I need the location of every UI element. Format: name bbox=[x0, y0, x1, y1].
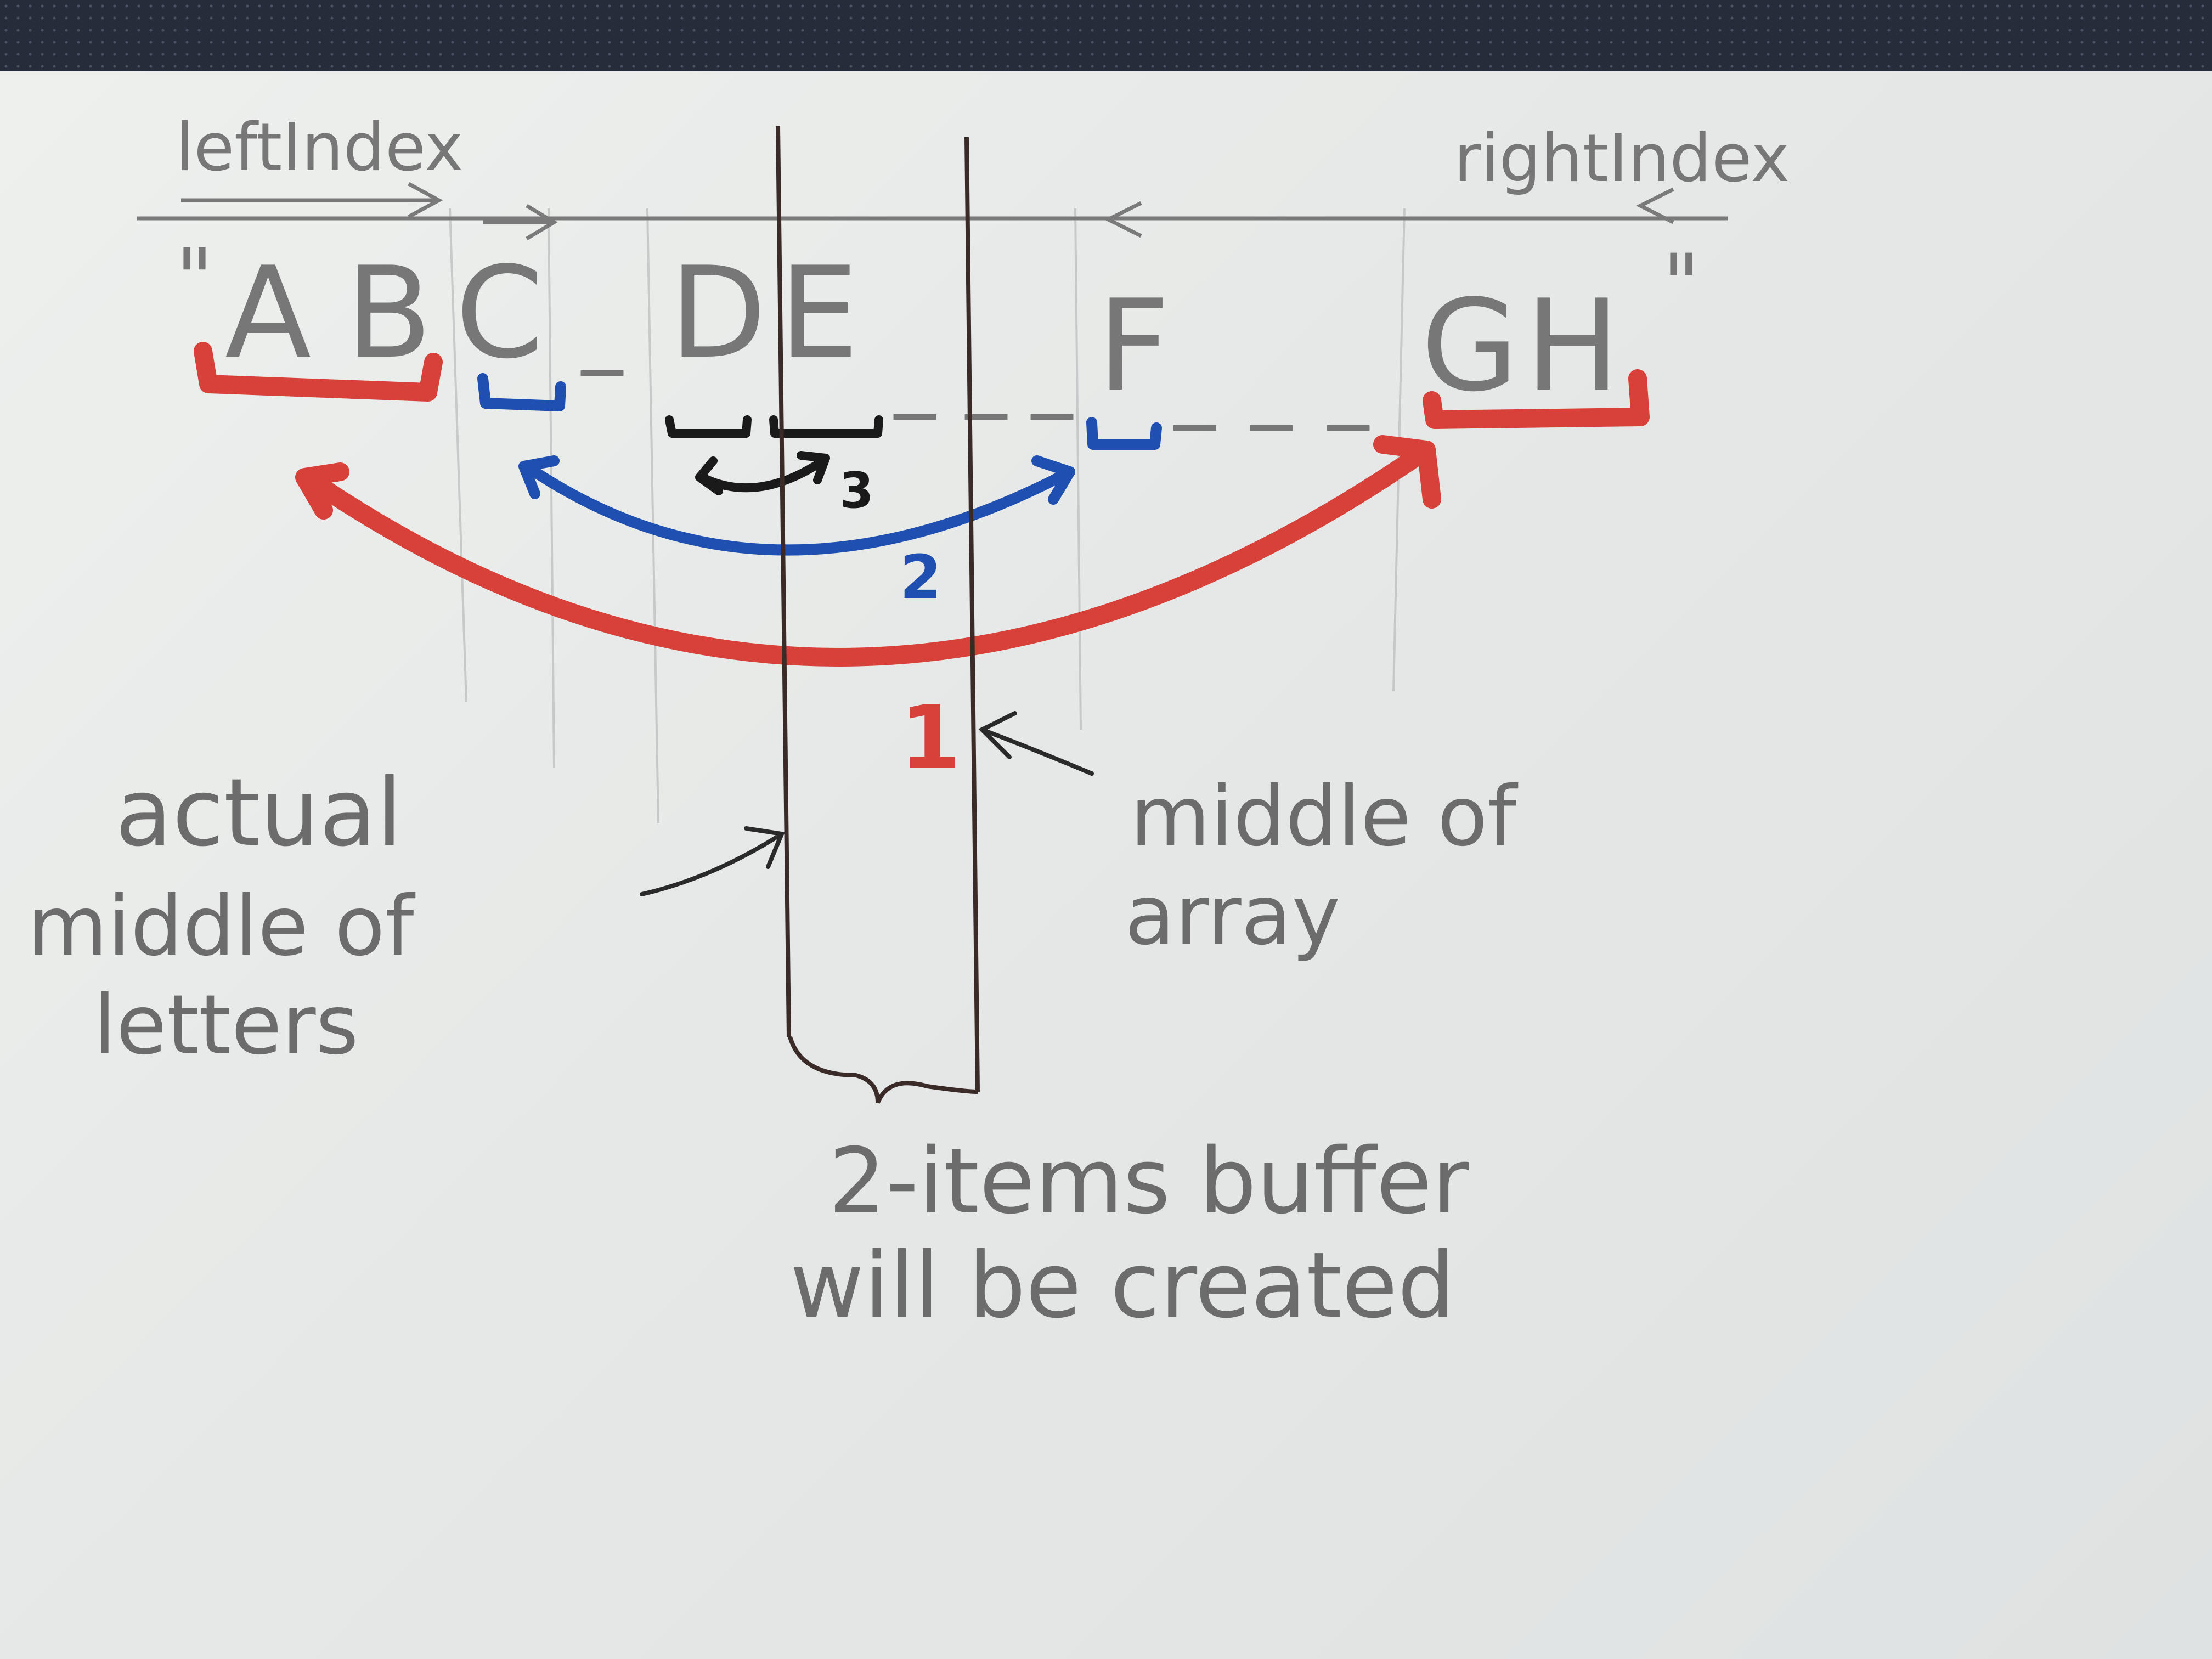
red-swap-arc bbox=[298, 441, 1436, 667]
actual-middle-pointer bbox=[640, 832, 784, 896]
letter-a: A bbox=[225, 240, 311, 387]
swap-3-black bbox=[665, 415, 883, 495]
letter-underscore-6: _ bbox=[1250, 336, 1293, 431]
letter-d: D bbox=[669, 240, 766, 387]
step-1-label: 1 bbox=[900, 686, 961, 789]
string-letters: " A B C _ D E _ _ _ F _ _ _ G H " bbox=[176, 232, 1700, 431]
letter-underscore-1: _ bbox=[580, 281, 624, 376]
array-middle-line-1: middle of bbox=[1130, 769, 1519, 865]
close-quote: " bbox=[1662, 237, 1700, 332]
annotations: actual middle of letters middle of array… bbox=[27, 759, 1519, 1338]
actual-middle-line-2: middle of bbox=[27, 879, 416, 974]
letter-h: H bbox=[1525, 273, 1620, 420]
red-arrowhead-right bbox=[1373, 435, 1441, 509]
right-index-label: rightIndex bbox=[1454, 121, 1790, 197]
buffer-line-2: will be created bbox=[790, 1233, 1455, 1338]
pointer-arrows bbox=[640, 711, 1094, 896]
letter-underscore-4: _ bbox=[1030, 325, 1074, 420]
buffer-brace bbox=[788, 1036, 978, 1104]
red-arrowhead-left bbox=[295, 462, 349, 520]
letter-b: B bbox=[346, 240, 432, 387]
array-middle-line bbox=[964, 137, 980, 1092]
blue-arrowhead-right bbox=[1031, 455, 1075, 505]
letter-underscore-2: _ bbox=[893, 325, 936, 420]
blue-arrowhead-left bbox=[518, 455, 560, 499]
actual-middle-line-1: actual bbox=[115, 759, 402, 867]
actual-middle-line-3: letters bbox=[93, 978, 359, 1073]
letter-c: C bbox=[455, 240, 544, 387]
open-quote: " bbox=[176, 232, 213, 327]
buffer-line-1: 2-items buffer bbox=[828, 1128, 1469, 1234]
left-index-label: leftIndex bbox=[176, 110, 464, 186]
letter-f: F bbox=[1097, 273, 1170, 420]
middle-lines bbox=[776, 126, 980, 1104]
swap-1-red bbox=[194, 342, 1650, 667]
array-middle-pointer bbox=[980, 727, 1094, 776]
blue-bracket-left bbox=[477, 373, 566, 411]
black-bracket-right bbox=[769, 415, 883, 438]
letter-e: E bbox=[779, 240, 859, 387]
blue-bracket-right bbox=[1086, 417, 1162, 450]
index-arrows bbox=[137, 182, 1728, 241]
black-bracket-left bbox=[665, 415, 752, 438]
paper-sheet bbox=[0, 71, 2212, 1659]
step-3-label: 3 bbox=[839, 462, 874, 520]
step-2-label: 2 bbox=[900, 542, 942, 612]
array-middle-line-2: array bbox=[1125, 868, 1340, 963]
letter-underscore-5: _ bbox=[1173, 336, 1216, 431]
black-arrowhead-left bbox=[695, 456, 723, 495]
black-arrowhead-right bbox=[797, 451, 830, 484]
actual-middle-line bbox=[776, 126, 791, 1037]
red-bracket-right bbox=[1423, 369, 1650, 429]
letter-underscore-7: _ bbox=[1327, 336, 1370, 431]
black-swap-arc bbox=[698, 456, 827, 493]
red-bracket-left bbox=[194, 342, 443, 402]
